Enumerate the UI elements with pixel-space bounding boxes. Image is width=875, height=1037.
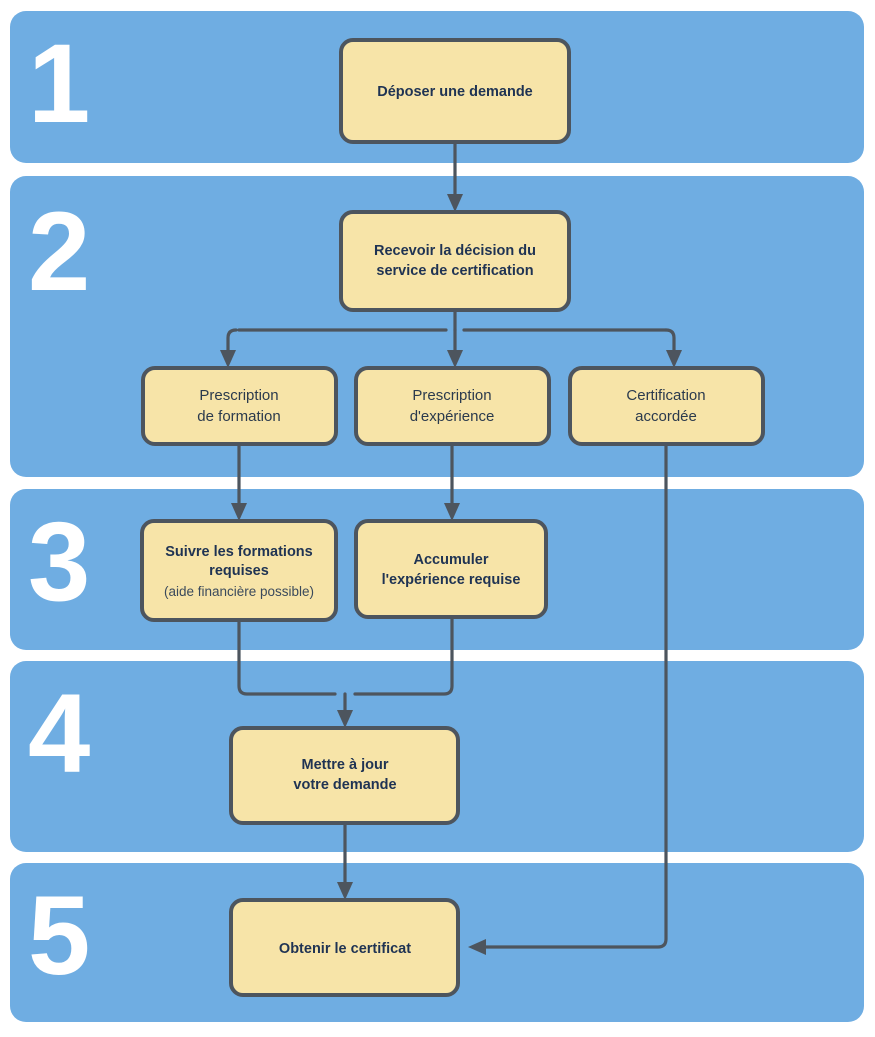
node-label-line-2: de formation bbox=[197, 408, 280, 425]
step-number-2: 2 bbox=[28, 189, 90, 314]
node-label-line-2: accordée bbox=[635, 408, 697, 425]
node-suivre-les-formations-requises[interactable]: Suivre les formations requises (aide fin… bbox=[140, 519, 338, 622]
step-number-5: 5 bbox=[28, 873, 90, 998]
node-label-line-1: Prescription bbox=[199, 387, 278, 404]
arrowhead-recevoir bbox=[447, 194, 463, 212]
node-prescription-de-formation[interactable]: Prescription de formation bbox=[141, 366, 338, 446]
node-box[interactable] bbox=[229, 898, 460, 997]
node-prescription-d-experience[interactable]: Prescription d'expérience bbox=[354, 366, 551, 446]
node-mettre-a-jour-votre-demande[interactable]: Mettre à jour votre demande bbox=[229, 726, 460, 825]
node-recevoir-la-decision[interactable]: Recevoir la décision du service de certi… bbox=[339, 210, 571, 312]
node-label-line-1: Accumuler bbox=[414, 552, 489, 568]
node-box[interactable] bbox=[140, 519, 338, 622]
node-box[interactable] bbox=[568, 366, 765, 446]
step-number-1: 1 bbox=[28, 21, 90, 146]
node-box[interactable] bbox=[339, 210, 571, 312]
node-box[interactable] bbox=[339, 38, 571, 144]
node-accumuler-l-experience-requise[interactable]: Accumuler l'expérience requise bbox=[354, 519, 548, 619]
node-label-line-2: d'expérience bbox=[410, 408, 495, 425]
node-box[interactable] bbox=[229, 726, 460, 825]
node-label-line-1: Prescription bbox=[412, 387, 491, 404]
arrowhead-suivre bbox=[231, 503, 247, 521]
arrowhead-presc-form bbox=[220, 350, 236, 368]
edge-suivre-to-merge bbox=[237, 618, 337, 696]
edge-certacc-to-obtenir bbox=[478, 442, 668, 949]
branch-bus-left-drop bbox=[226, 328, 238, 354]
node-label-line-1: Suivre les formations bbox=[165, 544, 312, 560]
node-label-line-1: Mettre à jour bbox=[301, 757, 388, 773]
arrowhead-accumuler bbox=[444, 503, 460, 521]
arrowhead-cert-acc bbox=[666, 350, 682, 368]
edge-accumuler-to-merge bbox=[353, 615, 454, 696]
connector-layer bbox=[220, 140, 682, 955]
arrowhead-obtenir-side bbox=[468, 939, 486, 955]
arrowhead-obtenir-top bbox=[337, 882, 353, 900]
node-box[interactable] bbox=[141, 366, 338, 446]
node-certification-accordee[interactable]: Certification accordée bbox=[568, 366, 765, 446]
arrowhead-presc-exp bbox=[447, 350, 463, 368]
step-number-3: 3 bbox=[28, 499, 90, 624]
node-deposer-une-demande[interactable]: Déposer une demande bbox=[339, 38, 571, 144]
node-label-subline: (aide financière possible) bbox=[164, 584, 314, 599]
node-label-line-1: Recevoir la décision du bbox=[374, 243, 536, 259]
node-obtenir-le-certificat[interactable]: Obtenir le certificat bbox=[229, 898, 460, 997]
node-label-line-1: Certification bbox=[626, 387, 705, 404]
branch-bus-right-drop bbox=[664, 328, 676, 354]
node-box[interactable] bbox=[354, 366, 551, 446]
node-label-line-2: l'expérience requise bbox=[382, 572, 521, 588]
node-label-line-2: service de certification bbox=[376, 263, 533, 279]
node-box[interactable] bbox=[354, 519, 548, 619]
arrowhead-mettre-ajour bbox=[337, 710, 353, 728]
node-label-line-1: Déposer une demande bbox=[377, 84, 533, 100]
step-number-4: 4 bbox=[28, 671, 90, 796]
node-label-line-2: votre demande bbox=[293, 777, 396, 793]
node-label-line-1: Obtenir le certificat bbox=[279, 941, 411, 957]
node-label-line-2: requises bbox=[209, 563, 269, 579]
